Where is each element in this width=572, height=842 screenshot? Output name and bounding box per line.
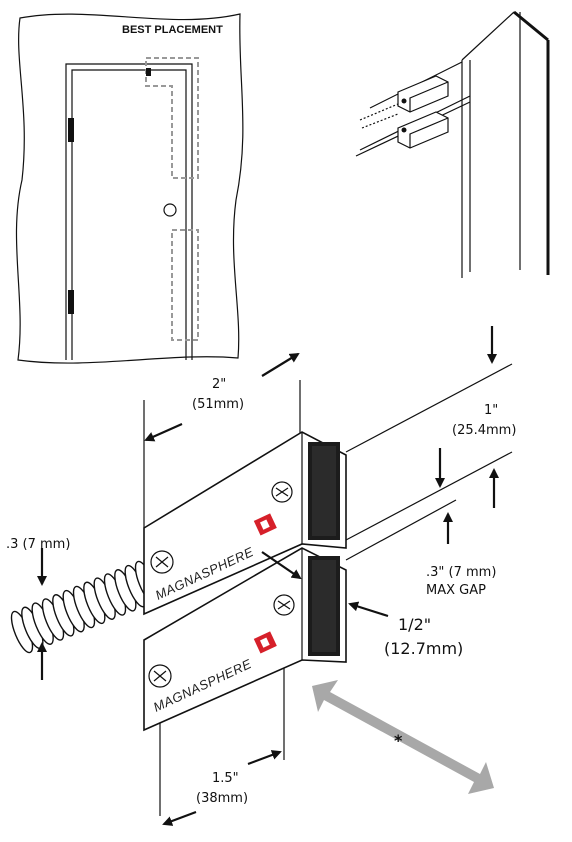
screw-icon: [271, 481, 293, 503]
cable: [10, 560, 158, 654]
dimension-labels: 2" (51mm) 1" (25.4mm) .3" (7 mm) MAX GAP…: [6, 377, 516, 806]
mini-sensor-icon: [146, 68, 151, 76]
length-inch-label: 2": [212, 377, 226, 392]
depth-mm-label: (12.7mm): [384, 639, 463, 658]
motion-mark: *: [394, 731, 403, 750]
screw-icon: [273, 594, 295, 616]
cable-label: .3 (7 mm): [6, 537, 70, 552]
mini-sensor-pair-icon: [397, 75, 449, 149]
door-placement-panel: BEST PLACEMENT: [15, 13, 244, 364]
brand-logo-icon: [253, 631, 277, 654]
door-knob-icon: [163, 203, 177, 217]
gap-label: .3" (7 mm): [426, 565, 496, 580]
brand-logo-icon: [253, 513, 277, 536]
screw-spacing-inch-label: 1.5": [212, 771, 239, 786]
height-inch-label: 1": [484, 403, 498, 418]
gap-note-label: MAX GAP: [426, 583, 486, 598]
sensor-assembly: MAGNASPHERE MAGNASPHERE *: [10, 363, 513, 816]
screw-spacing-mm-label: (38mm): [196, 791, 248, 806]
wall-outline: [15, 13, 244, 364]
frame-corner-view: [355, 10, 550, 278]
height-mm-label: (25.4mm): [452, 423, 516, 438]
panel-title: BEST PLACEMENT: [122, 24, 223, 36]
screw-icon: [150, 550, 174, 574]
best-placement-zone-top: [145, 57, 199, 179]
depth-inch-label: 1/2": [398, 615, 431, 634]
best-placement-zone-bottom: [171, 229, 199, 341]
screw-icon: [148, 664, 172, 688]
length-mm-label: (51mm): [192, 397, 244, 412]
motion-arrow: *: [312, 680, 494, 794]
dimension-arrows: [37, 326, 499, 826]
door-frame: [65, 63, 193, 360]
door-hinge-icon: [68, 118, 74, 314]
